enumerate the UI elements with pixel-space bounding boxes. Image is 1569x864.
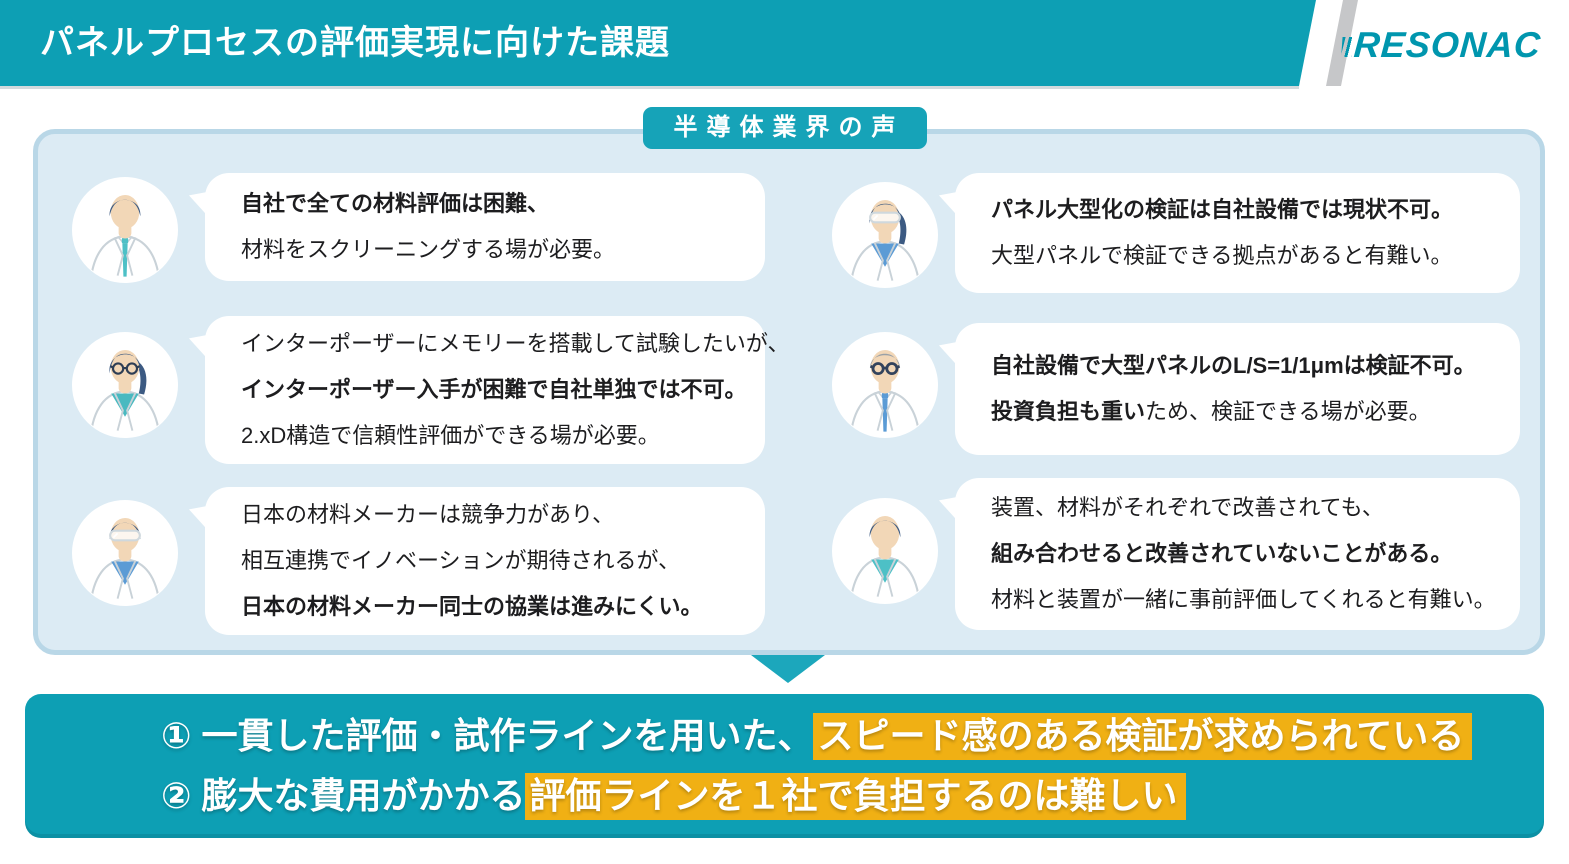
page-title: パネルプロセスの評価実現に向けた課題: [40, 24, 670, 62]
bubble-text-line: 投資負担も重いため、検証できる場が必要。: [991, 389, 1510, 435]
bubble-text-segment: インターポーザー入手が困難で自社単独では不可。: [241, 377, 747, 402]
bubble-text-line: 材料と装置が一緒に事前評価してくれると有難い。: [991, 577, 1510, 623]
conclusion-item-2-highlight: 評価ラインを１社で負担するのは難しい: [525, 773, 1186, 820]
bubble-text-line: 自社で全ての材料評価は困難、: [241, 181, 755, 227]
conclusion-item-2: ② 膨大な費用がかかる評価ラインを１社で負担するのは難しい: [161, 766, 1524, 826]
bubble-text-line: パネル大型化の検証は自社設備では現状不可。: [991, 187, 1510, 233]
speech-bubble: インターポーザーにメモリーを搭載して試験したいが、インターポーザー入手が困難で自…: [205, 316, 789, 464]
male-scientist-vneck-avatar-icon: [832, 498, 938, 604]
panel-badge: 半導体業界の声: [642, 107, 927, 149]
bubble-text-segment: 相互連携でイノベーションが期待されるが、: [241, 548, 681, 573]
header-bar: [0, 0, 1316, 86]
bubble-text-line: 日本の材料メーカー同士の協業は進みにくい。: [241, 584, 755, 630]
female-scientist-goggles-avatar-icon: [832, 182, 938, 288]
speech-bubble: パネル大型化の検証は自社設備では現状不可。大型パネルで検証できる拠点があると有難…: [955, 173, 1520, 293]
conclusion-item-1: ① 一貫した評価・試作ラインを用いた、スピード感のある検証が求められている: [161, 706, 1524, 766]
bubble-text-segment: インターポーザーにメモリーを搭載して試験したいが、: [241, 331, 790, 356]
bubble-text-line: 日本の材料メーカーは競争力があり、: [241, 492, 755, 538]
male-scientist-goggles-avatar-icon: [72, 500, 178, 606]
bubble-text-line: インターポーザーにメモリーを搭載して試験したいが、: [241, 321, 789, 367]
bubble-text-segment: 投資負担も重い: [991, 399, 1146, 424]
conclusion-item-1-highlight: スピード感のある検証が求められている: [813, 713, 1473, 760]
down-arrow-icon: [751, 655, 825, 683]
bubble-text-segment: 自社設備で大型パネルのL/S=1/1μmは検証不可。: [991, 353, 1476, 378]
bubble-text-segment: 日本の材料メーカーは競争力があり、: [241, 502, 615, 527]
header-shadow: [0, 86, 1299, 89]
speech-bubble: 自社設備で大型パネルのL/S=1/1μmは検証不可。投資負担も重いため、検証でき…: [955, 323, 1520, 455]
speech-bubble: 日本の材料メーカーは競争力があり、相互連携でイノベーションが期待されるが、日本の…: [205, 487, 765, 635]
speech-bubble: 自社で全ての材料評価は困難、材料をスクリーニングする場が必要。: [205, 173, 765, 281]
bubble-text-segment: パネル大型化の検証は自社設備では現状不可。: [991, 197, 1454, 222]
bubble-text-segment: 2.xD構造で信頼性評価ができる場が必要。: [241, 423, 660, 448]
male-scientist-tie-avatar-icon: [72, 177, 178, 283]
bubble-text-segment: 材料をスクリーニングする場が必要。: [241, 237, 616, 262]
bubble-text-line: 装置、材料がそれぞれで改善されても、: [991, 485, 1510, 531]
bubble-text-segment: 日本の材料メーカー同士の協業は進みにくい。: [241, 594, 703, 619]
bubble-text-segment: 自社で全ての材料評価は困難、: [241, 191, 550, 216]
bubble-text-line: インターポーザー入手が困難で自社単独では不可。: [241, 367, 755, 413]
bubble-text-line: 大型パネルで検証できる拠点があると有難い。: [991, 233, 1510, 279]
bubble-text-segment: ため、検証できる場が必要。: [1145, 399, 1431, 424]
speech-bubble: 装置、材料がそれぞれで改善されても、組み合わせると改善されていないことがある。材…: [955, 478, 1520, 630]
bubble-text-segment: 装置、材料がそれぞれで改善されても、: [991, 495, 1384, 520]
bubble-text-line: 組み合わせると改善されていないことがある。: [991, 531, 1510, 577]
senior-male-scientist-glasses-avatar-icon: [832, 332, 938, 438]
bubble-text-line: 相互連携でイノベーションが期待されるが、: [241, 538, 755, 584]
conclusion-item-2-text: ② 膨大な費用がかかる: [161, 775, 526, 816]
conclusion-bar: ① 一貫した評価・試作ラインを用いた、スピード感のある検証が求められている ② …: [25, 694, 1544, 838]
female-scientist-glasses-avatar-icon: [72, 332, 178, 438]
bubble-text-line: 自社設備で大型パネルのL/S=1/1μmは検証不可。: [991, 343, 1510, 389]
bubble-text-segment: 組み合わせると改善されていないことがある。: [991, 541, 1453, 566]
bubble-text-line: 2.xD構造で信頼性評価ができる場が必要。: [241, 413, 755, 459]
bubble-text-line: 材料をスクリーニングする場が必要。: [241, 227, 755, 273]
bubble-text-segment: 材料と装置が一緒に事前評価してくれると有難い。: [991, 587, 1496, 612]
conclusion-item-1-text: ① 一貫した評価・試作ラインを用いた、: [161, 715, 814, 756]
bubble-text-segment: 大型パネルで検証できる拠点があると有難い。: [991, 243, 1453, 268]
